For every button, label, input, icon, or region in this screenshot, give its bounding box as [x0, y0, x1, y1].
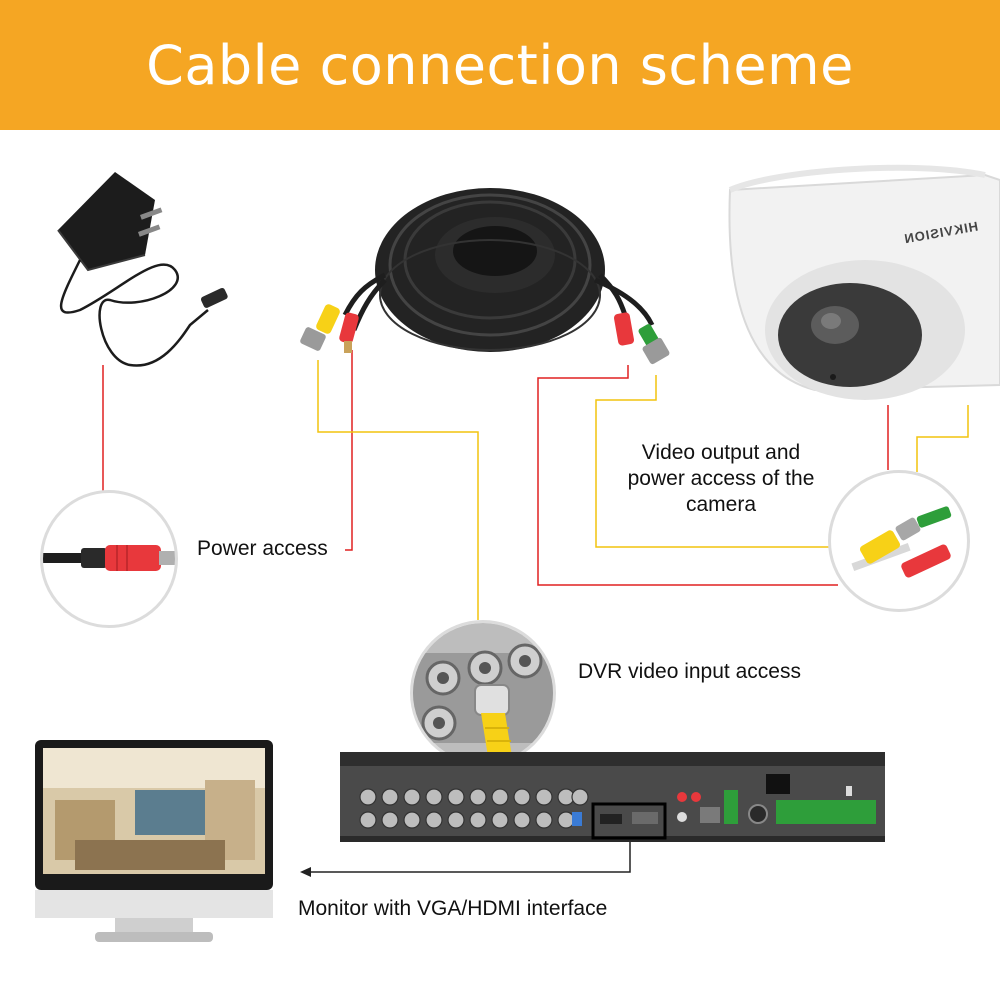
camera-output-label: Video output and power access of the cam…	[627, 441, 815, 516]
dvr-recorder-icon	[340, 752, 885, 842]
power-wire-cable	[345, 350, 353, 551]
page-title: Cable connection scheme	[146, 33, 854, 97]
power-plug-detail	[40, 490, 178, 628]
monitor-arrow-head	[300, 867, 311, 877]
power-access-label: Power access	[197, 537, 328, 560]
camera-plugs-detail	[828, 470, 970, 612]
power-adapter-icon	[57, 172, 228, 367]
video-wire-camera	[595, 375, 832, 548]
coax-cable-icon	[300, 188, 670, 365]
monitor-wire	[310, 838, 631, 873]
monitor-icon	[35, 740, 273, 942]
camera-yellow-wire	[916, 405, 969, 472]
dome-camera-icon: HIKVISION	[715, 150, 1000, 400]
bnc-connectors-icon	[413, 623, 553, 763]
dvr-input-label: DVR video input access	[578, 660, 801, 683]
power-plug-icon	[43, 545, 175, 571]
dvr-bnc-detail	[410, 620, 556, 766]
camera-plugs-icon	[851, 506, 952, 578]
title-banner: Cable connection scheme	[0, 0, 1000, 130]
monitor-label: Monitor with VGA/HDMI interface	[298, 897, 608, 920]
video-wire-dvr	[317, 360, 479, 620]
power-wire-camera	[537, 365, 838, 586]
dome-camera-body	[728, 164, 1000, 400]
